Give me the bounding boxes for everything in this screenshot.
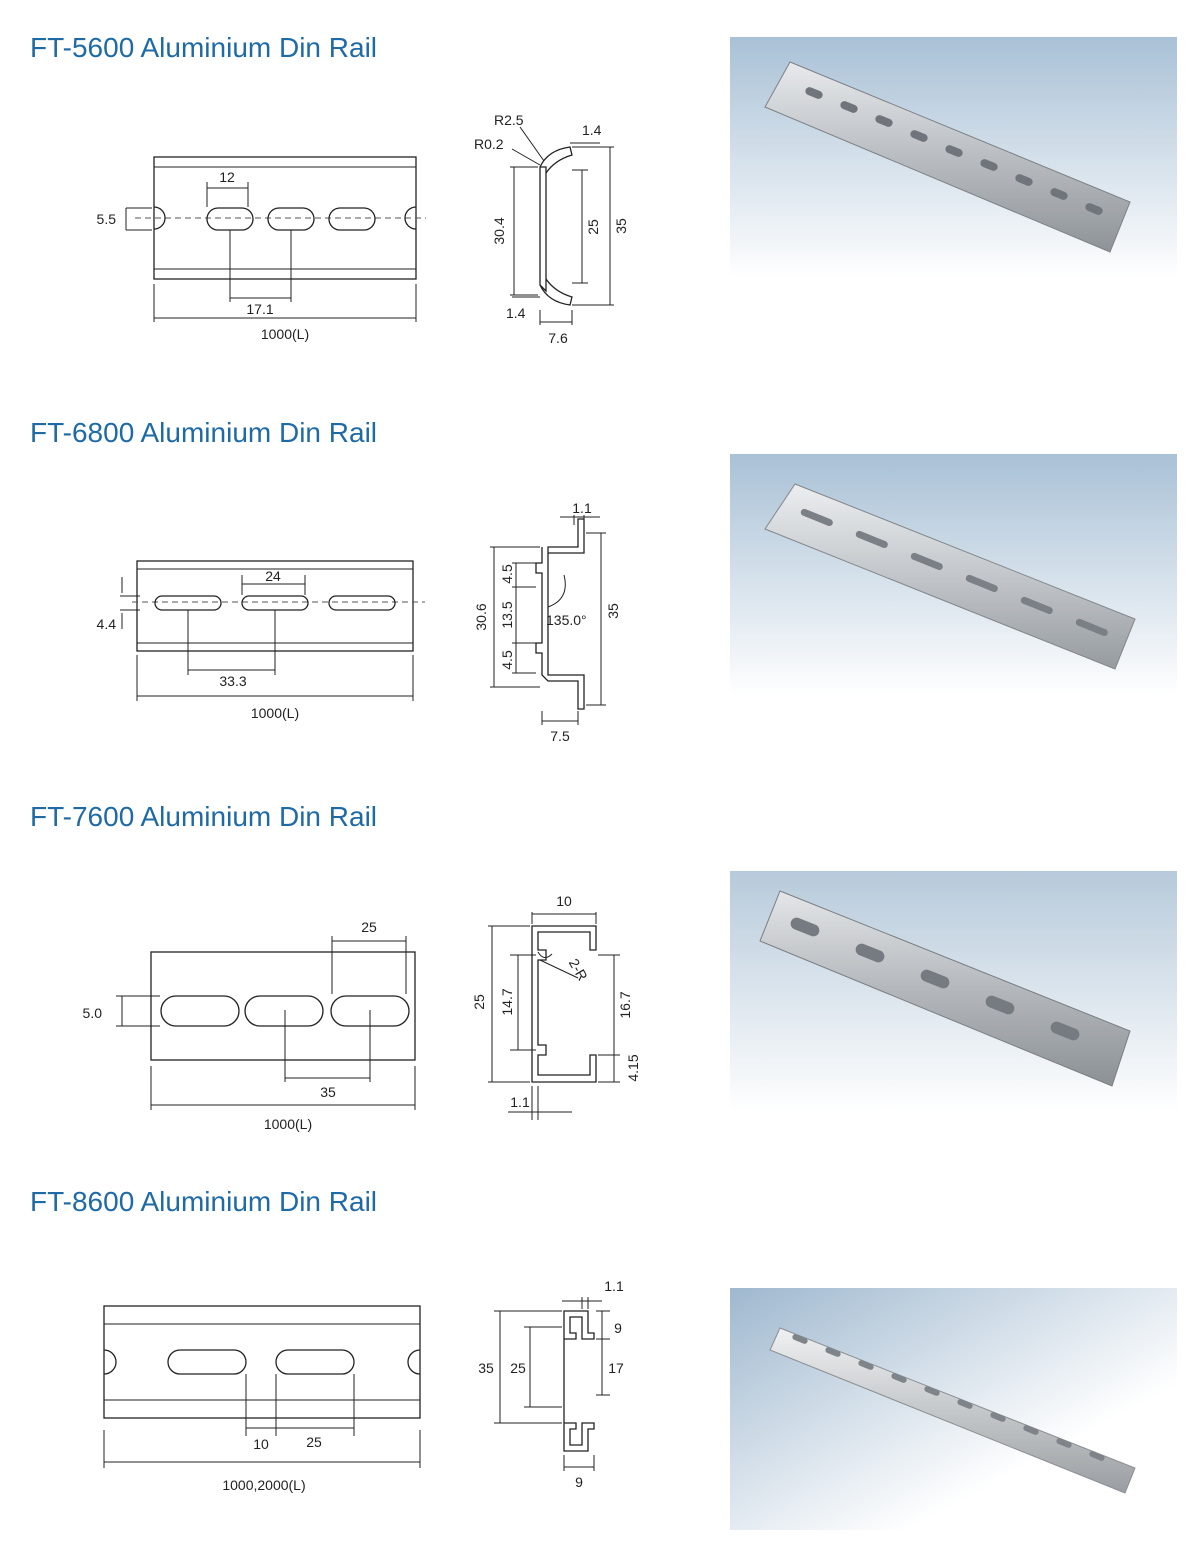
product-title: FT-7600 Aluminium Din Rail xyxy=(30,801,378,832)
dim-total-height: 25 xyxy=(471,994,487,1010)
plan-view-drawing: 24 4.4 33.3 1000(L) xyxy=(80,555,440,735)
dim-total-height: 35 xyxy=(478,1360,494,1376)
dim-depth: 7.5 xyxy=(550,728,570,744)
dim-lip-height: 4.15 xyxy=(625,1054,641,1081)
dim-pitch: 35 xyxy=(320,1084,336,1100)
dim-lower-step: 4.5 xyxy=(499,650,515,670)
profile-section-drawing: 1.1 35 25 9 17 9 xyxy=(470,1275,650,1495)
dim-slot-width: 12 xyxy=(219,169,235,185)
profile-section-drawing: R2.5 R0.2 1.4 30.4 25 35 1.4 7.6 xyxy=(460,105,660,355)
din-rail-photo xyxy=(730,37,1177,279)
product-title: FT-5600 Aluminium Din Rail xyxy=(30,32,378,63)
dim-gap: 10 xyxy=(253,1436,269,1452)
din-rail-photo xyxy=(730,454,1177,696)
dim-bottom-thickness: 1.4 xyxy=(506,305,526,321)
product-title: FT-6800 Aluminium Din Rail xyxy=(30,417,378,448)
dim-thickness: 1.1 xyxy=(572,500,592,516)
profile-section-drawing: 10 2-R 25 14.7 16.7 4.15 1.1 xyxy=(460,890,660,1130)
dim-inner-height: 25 xyxy=(510,1360,526,1376)
dim-length: 1000(L) xyxy=(251,705,299,721)
din-rail-photo xyxy=(730,1288,1177,1530)
dim-inner-height: 30.4 xyxy=(491,217,507,244)
dim-angle: 135.0° xyxy=(546,612,587,628)
dim-length: 1000(L) xyxy=(261,326,309,342)
dim-total-height: 35 xyxy=(605,603,621,619)
dim-inner-radius: R0.2 xyxy=(474,136,504,152)
dim-slot-width: 25 xyxy=(306,1434,322,1450)
plan-view-drawing: 25 5.0 35 1000(L) xyxy=(60,910,430,1140)
dim-inner-left: 14.7 xyxy=(499,988,515,1015)
dim-width: 10 xyxy=(556,893,572,909)
dim-inner-right: 16.7 xyxy=(617,991,633,1018)
dim-total-height: 35 xyxy=(613,218,629,234)
dim-slot-width: 25 xyxy=(361,919,377,935)
dim-length: 1000(L) xyxy=(264,1116,312,1132)
dim-inner-height: 30.6 xyxy=(473,603,489,630)
dim-lip-thickness: 1.4 xyxy=(582,122,602,138)
dim-radius: 2-R xyxy=(566,956,591,984)
dim-outer-radius: R2.5 xyxy=(494,112,524,128)
dim-thickness: 1.1 xyxy=(604,1278,624,1294)
dim-slot-width: 24 xyxy=(265,568,281,584)
dim-length: 1000,2000(L) xyxy=(222,1477,305,1493)
dim-depth: 9 xyxy=(575,1474,583,1490)
dim-depth: 7.6 xyxy=(548,330,568,346)
product-title: FT-8600 Aluminium Din Rail xyxy=(30,1186,378,1217)
dim-slot-height-profile: 25 xyxy=(585,219,601,235)
din-rail-photo xyxy=(730,871,1177,1113)
dim-slot-height: 5.0 xyxy=(83,1005,103,1021)
dim-upper-lip: 9 xyxy=(614,1320,622,1336)
plan-view-drawing: 12 5.5 17.1 1000(L) xyxy=(80,150,440,350)
profile-section-drawing: 1.1 4.5 13.5 4.5 30.6 135.0° 35 7.5 xyxy=(460,495,660,755)
dim-pitch: 17.1 xyxy=(246,301,273,317)
dim-thickness: 1.1 xyxy=(510,1094,530,1110)
dim-pitch: 33.3 xyxy=(219,673,246,689)
dim-slot-height: 4.4 xyxy=(97,616,117,632)
dim-middle: 13.5 xyxy=(499,601,515,628)
dim-middle: 17 xyxy=(608,1360,624,1376)
dim-slot-height: 5.5 xyxy=(97,211,117,227)
dim-upper-step: 4.5 xyxy=(499,564,515,584)
plan-view-drawing: 10 25 1000,2000(L) xyxy=(80,1300,440,1500)
